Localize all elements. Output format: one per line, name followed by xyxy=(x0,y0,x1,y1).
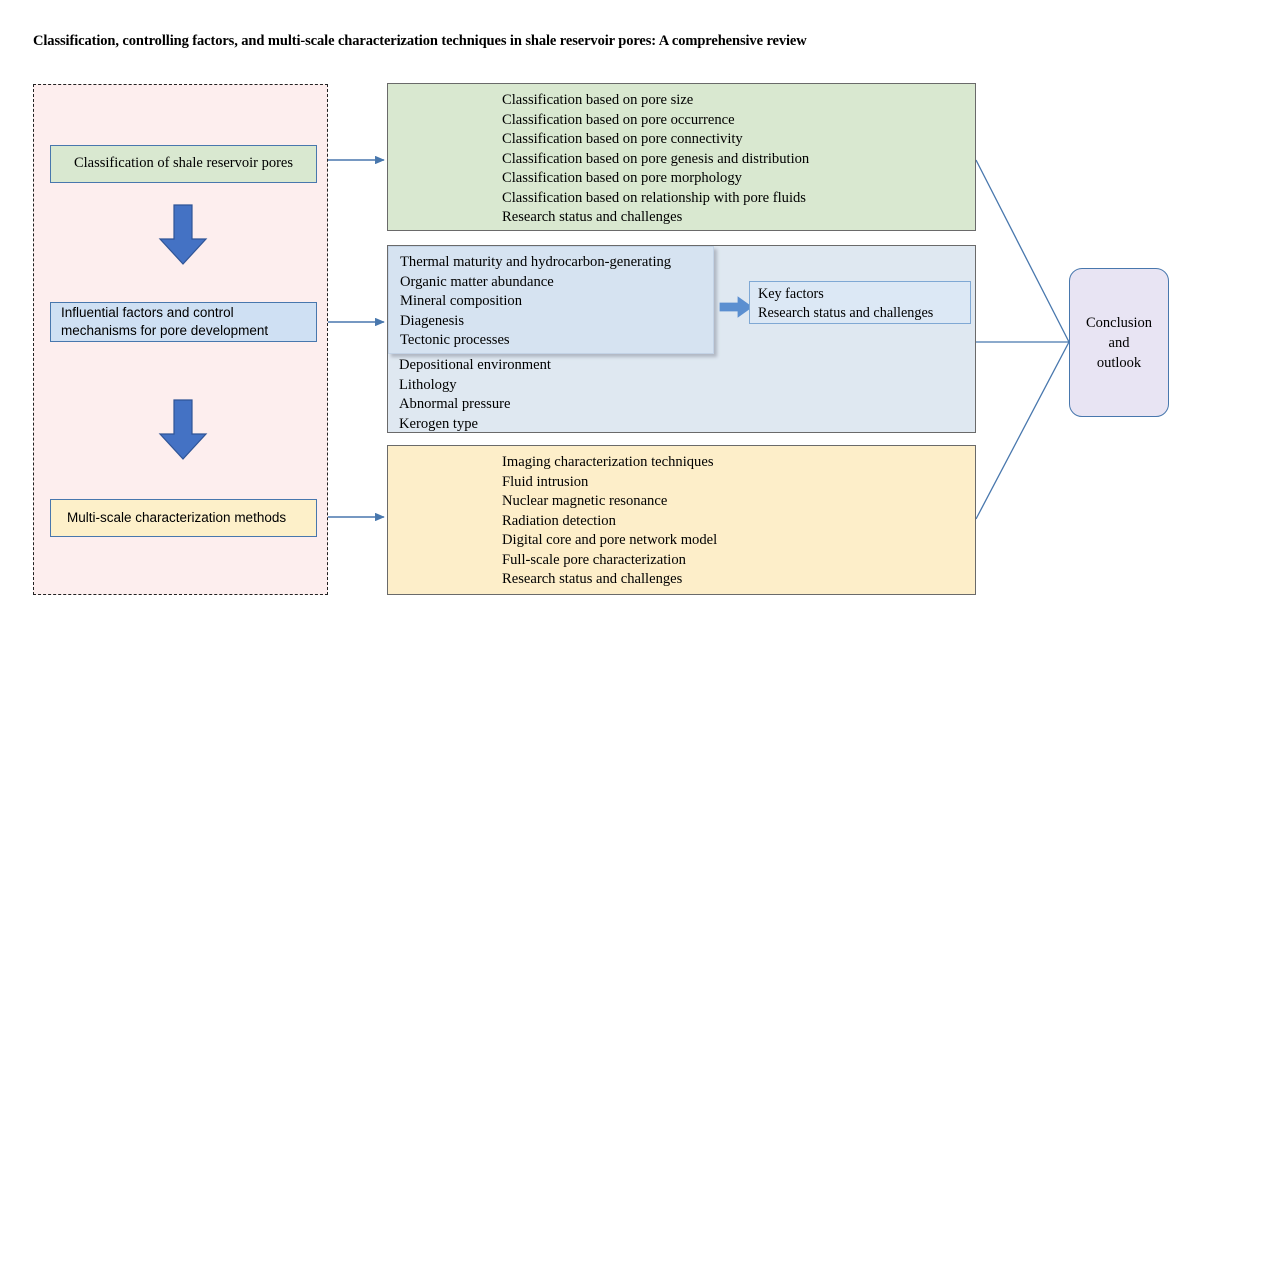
list-item: Classification based on pore occurrence xyxy=(502,111,735,128)
stage-box-influential[interactable]: Influential factors and control mechanis… xyxy=(50,302,317,342)
stage-box-classification[interactable]: Classification of shale reservoir pores xyxy=(50,145,317,183)
list-item: Classification based on pore morphology xyxy=(502,170,742,186)
list-item: Key factors xyxy=(758,286,824,302)
connector-green-to-conclusion xyxy=(975,159,1070,343)
factors-subbox-list: Thermal maturity and hydrocarbon-generat… xyxy=(389,247,713,351)
down-arrow-icon-2 xyxy=(156,398,210,462)
list-item: Full-scale pore characterization xyxy=(502,551,686,568)
list-item: Abnormal pressure xyxy=(399,396,511,412)
stage-box-multiscale[interactable]: Multi-scale characterization methods xyxy=(50,499,317,537)
factors-outer-list: Depositional environment Lithology Abnor… xyxy=(399,356,551,434)
panel-influential-factors: Thermal maturity and hydrocarbon-generat… xyxy=(387,245,976,433)
list-item: Classification based on pore size xyxy=(502,92,694,108)
list-item: Digital core and pore network model xyxy=(502,532,718,548)
conclusion-line-2: and xyxy=(1108,334,1130,351)
key-factors-list: Key factors Research status and challeng… xyxy=(750,282,970,322)
panel-characterization-methods: Imaging characterization techniques Flui… xyxy=(387,445,976,595)
list-item: Research status and challenges xyxy=(502,209,683,225)
list-item: Research status and challenges xyxy=(758,304,934,321)
stage-label-multiscale: Multi-scale characterization methods xyxy=(67,509,287,525)
stage-label-influential: Influential factors and control mechanis… xyxy=(61,304,269,338)
methods-topic-list: Imaging characterization techniques Flui… xyxy=(388,446,975,590)
box-key-factors: Key factors Research status and challeng… xyxy=(749,281,971,324)
list-item: Organic matter abundance xyxy=(400,273,554,290)
stage-label-classification: Classification of shale reservoir pores xyxy=(73,155,294,172)
list-item: Fluid intrusion xyxy=(502,473,589,490)
panel-classification: Classification based on pore size Classi… xyxy=(387,83,976,231)
list-item: Kerogen type xyxy=(399,415,479,432)
down-arrow-icon-1 xyxy=(156,203,210,267)
box-conclusion-and-outlook: Conclusion and outlook xyxy=(1069,268,1169,417)
connector-yellow-to-conclusion xyxy=(975,341,1070,520)
list-item: Classification based on pore genesis and… xyxy=(502,150,810,167)
list-item: Nuclear magnetic resonance xyxy=(502,493,668,509)
page-title: Classification, controlling factors, and… xyxy=(33,33,807,49)
list-item: Imaging characterization techniques xyxy=(502,454,714,470)
list-item: Classification based on pore connectivit… xyxy=(502,131,743,147)
list-item: Diagenesis xyxy=(400,312,465,329)
list-item: Mineral composition xyxy=(400,293,523,309)
list-item: Research status and challenges xyxy=(502,571,683,587)
list-item: Radiation detection xyxy=(502,512,616,529)
classification-topic-list: Classification based on pore size Classi… xyxy=(388,84,975,228)
sub-box-key-controlling-factors: Thermal maturity and hydrocarbon-generat… xyxy=(388,246,714,354)
conclusion-line-3: outlook xyxy=(1096,354,1142,371)
list-item: Classification based on relationship wit… xyxy=(502,189,806,206)
list-item: Depositional environment xyxy=(399,357,551,373)
list-item: Lithology xyxy=(399,376,457,393)
right-arrow-icon-key-factors xyxy=(719,296,753,318)
conclusion-line-1: Conclusion xyxy=(1085,314,1153,331)
list-item: Thermal maturity and hydrocarbon-generat… xyxy=(400,254,672,270)
list-item: Tectonic processes xyxy=(400,332,510,348)
